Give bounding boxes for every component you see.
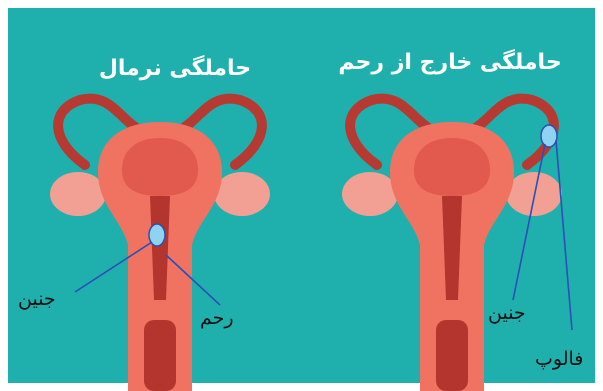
embryo-dot-ectopic bbox=[541, 125, 557, 147]
label-embryo-normal: جنین bbox=[18, 288, 56, 310]
label-embryo-ectopic: جنین bbox=[488, 302, 526, 324]
title-normal-pregnancy: حاملگی نرمال bbox=[90, 56, 260, 81]
label-fallopian: فالوپ bbox=[535, 348, 583, 370]
label-uterus: رحم bbox=[200, 307, 234, 329]
title-ectopic-pregnancy: حاملگی خارج از رحم bbox=[330, 50, 570, 75]
